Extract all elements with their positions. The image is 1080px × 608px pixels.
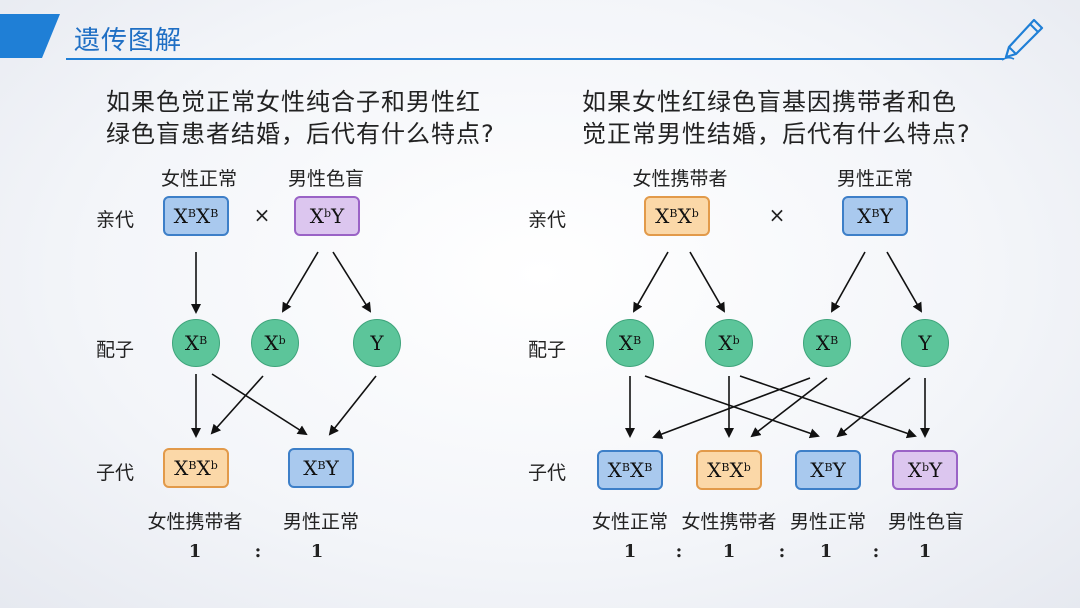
page-title: 遗传图解: [74, 26, 183, 56]
right-offspring-2-caption: 女性携带者: [681, 511, 777, 533]
right-arrow-p2-g3: [831, 251, 866, 313]
right-arrow-g4-o3: [836, 377, 911, 438]
header-divider: [66, 58, 1004, 60]
right-ratio-4: 1: [918, 541, 932, 562]
pen-icon: [1001, 18, 1044, 61]
left-ratio-colon: :: [254, 541, 262, 562]
right-ratio-3: 1: [819, 541, 833, 562]
right-cross-symbol: ×: [768, 203, 786, 227]
right-arrow-g2-o4: [739, 375, 917, 439]
right-ratio-1: 1: [623, 541, 637, 562]
right-label-gamete: 配子: [528, 339, 567, 361]
right-gamete-4: Y: [901, 319, 949, 367]
left-label-parent: 亲代: [96, 209, 135, 231]
left-offspring-2-caption: 男性正常: [282, 511, 360, 533]
right-arrow-g3-o1: [652, 377, 811, 439]
right-question: 如果女性红绿色盲基因携带者和色 觉正常男性结婚，后代有什么特点?: [582, 86, 971, 150]
left-gamete-3: Y: [353, 319, 401, 367]
right-offspring-3-caption: 男性正常: [789, 511, 867, 533]
left-arrow-g1-o2: [211, 373, 308, 436]
left-arrow-g3-o2: [328, 375, 377, 436]
right-label-parent: 亲代: [528, 209, 567, 231]
right-ratio-colon-3: :: [872, 541, 880, 562]
left-cross-symbol: ×: [253, 203, 271, 227]
left-arrow-g2-o1: [210, 375, 264, 435]
right-arrow-p1-g1: [633, 251, 669, 313]
left-parent-caption-male: 男性色盲: [287, 168, 365, 190]
left-question: 如果色觉正常女性纯合子和男性红 绿色盲患者结婚，后代有什么特点?: [106, 86, 495, 150]
right-question-line-1: 如果女性红绿色盲基因携带者和色: [582, 88, 957, 116]
right-arrow-g3-o2: [750, 377, 828, 438]
left-arrow-p2-g2: [281, 251, 319, 313]
right-offspring-4-caption: 男性色盲: [887, 511, 965, 533]
left-label-gamete: 配子: [96, 339, 135, 361]
right-parent-caption-female: 女性携带者: [632, 168, 728, 190]
right-arrow-g1-o3: [644, 375, 820, 439]
left-label-offspring: 子代: [96, 462, 135, 484]
right-question-line-2: 觉正常男性结婚，后代有什么特点?: [582, 120, 971, 148]
right-arrow-p1-g2: [689, 251, 725, 313]
right-label-offspring: 子代: [528, 462, 567, 484]
left-ratio-2: 1: [310, 541, 324, 562]
left-parent-caption-female: 女性正常: [160, 168, 238, 190]
left-question-line-1: 如果色觉正常女性纯合子和男性红: [106, 88, 481, 116]
right-offspring-1-caption: 女性正常: [591, 511, 669, 533]
right-arrow-p2-g4: [886, 251, 922, 313]
right-ratio-2: 1: [722, 541, 736, 562]
left-question-line-2: 绿色盲患者结婚，后代有什么特点?: [106, 120, 495, 148]
left-offspring-1-caption: 女性携带者: [147, 511, 243, 533]
right-parent-caption-male: 男性正常: [836, 168, 914, 190]
right-ratio-colon-1: :: [675, 541, 683, 562]
left-arrow-p2-g3: [332, 251, 372, 313]
right-ratio-colon-2: :: [778, 541, 786, 562]
left-ratio-1: 1: [188, 541, 202, 562]
